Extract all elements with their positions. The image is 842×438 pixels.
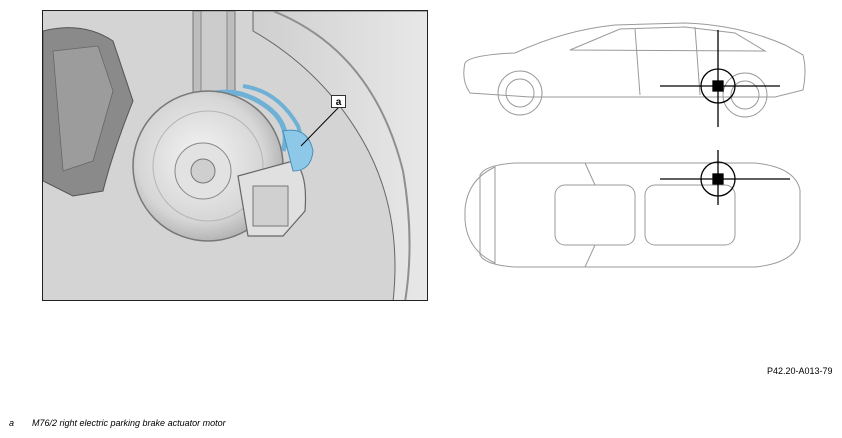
vehicle-side-view	[463, 22, 806, 118]
top-view-location-marker	[660, 150, 790, 205]
figure-reference-number: P42.20-A013-79	[767, 366, 833, 376]
side-view-location-marker	[660, 30, 780, 127]
legend-key: a	[9, 418, 15, 428]
legend-item: a M76/2 right electric parking brake actu…	[9, 418, 226, 428]
legend-text: M76/2 right electric parking brake actua…	[32, 418, 226, 428]
vehicle-location-diagram	[455, 15, 815, 305]
vehicle-top-view	[464, 162, 801, 268]
callout-label-a: a	[331, 95, 346, 108]
brake-assembly-illustration	[42, 10, 428, 301]
